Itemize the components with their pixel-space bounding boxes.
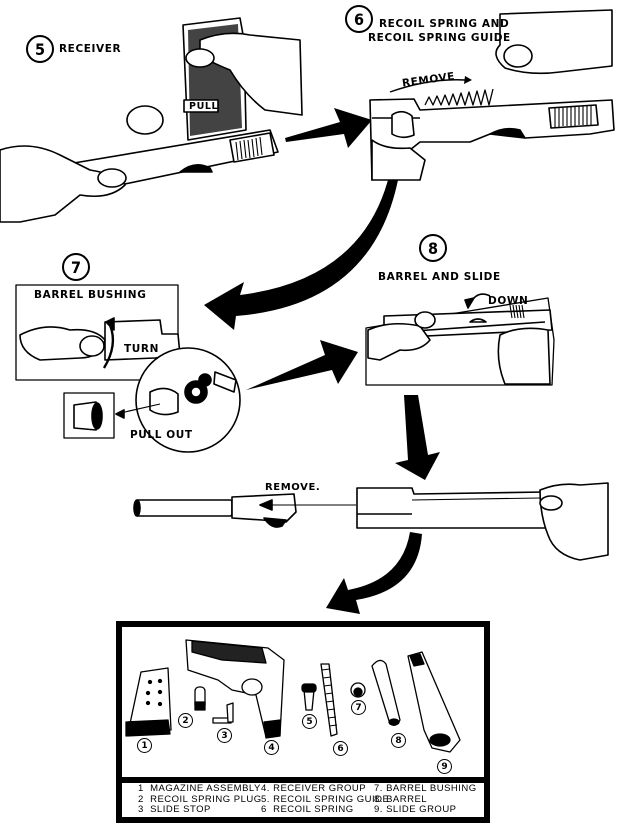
part-number-4: 4 (264, 740, 279, 755)
part-number-5: 5 (302, 714, 317, 729)
step-6-title-line1: RECOIL SPRING AND (379, 18, 510, 30)
part-number-6: 6 (333, 741, 348, 756)
step7-illustration (15, 284, 241, 453)
parts-legend: 1 MAGAZINE ASSEMBLY 2 RECOIL SPRING PLUG… (126, 778, 483, 818)
step8-illustration (365, 293, 555, 386)
legend-item: 8. BARREL (374, 793, 428, 805)
legend-item: 9. SLIDE GROUP (374, 804, 457, 815)
step-8-title: BARREL AND SLIDE (378, 271, 501, 283)
legend-item: 2 RECOIL SPRING PLUG (138, 793, 262, 805)
legend-item: 7. BARREL BUSHING (374, 783, 477, 794)
legend-item: 6 RECOIL SPRING (261, 804, 354, 815)
part-number-9: 9 (437, 759, 452, 774)
step5-illustration (0, 17, 303, 223)
part-number-3: 3 (217, 728, 232, 743)
step-5-badge: 5 (26, 35, 54, 63)
step-7-badge: 7 (62, 253, 90, 281)
legend-item: 4. RECEIVER GROUP (261, 783, 367, 794)
remove-arrow-line (389, 79, 466, 93)
part-number-7: 7 (351, 700, 366, 715)
step6-illustration (369, 9, 615, 181)
legend-column-2: 4. RECEIVER GROUP 5. RECOIL SPRING GUIDE… (261, 783, 390, 816)
remove-barrel-callout: REMOVE. (265, 482, 321, 493)
pull-callout: PULL (189, 101, 219, 112)
legend-item: 5. RECOIL SPRING GUIDE (261, 793, 390, 805)
legend-item: 1 MAGAZINE ASSEMBLY (138, 783, 261, 794)
arrow-5-to-6 (285, 108, 372, 148)
arrow-6-to-7 (204, 180, 398, 330)
parts-drawings (125, 639, 461, 753)
step-7-title: BARREL BUSHING (34, 289, 147, 301)
arrow-to-parts (326, 532, 422, 614)
step-6-badge: 6 (345, 5, 373, 33)
step-8-badge: 8 (419, 234, 447, 262)
down-callout: DOWN (488, 295, 529, 307)
part-number-8: 8 (391, 733, 406, 748)
part-number-1: 1 (137, 738, 152, 753)
turn-callout: TURN (124, 343, 159, 355)
barrel-removal-illustration (133, 482, 609, 561)
arrow-7-to-8 (246, 340, 358, 390)
pull-out-callout: PULL OUT (130, 429, 193, 441)
legend-column-1: 1 MAGAZINE ASSEMBLY 2 RECOIL SPRING PLUG… (138, 783, 262, 816)
legend-item: 3 SLIDE STOP (138, 804, 211, 815)
part-number-2: 2 (178, 713, 193, 728)
step-6-title-line2: RECOIL SPRING GUIDE (368, 32, 511, 44)
parts-panel-frame (116, 621, 490, 823)
step-5-title: RECEIVER (59, 43, 122, 55)
legend-column-3: 7. BARREL BUSHING 8. BARREL 9. SLIDE GRO… (374, 783, 477, 816)
arrow-8-down (395, 395, 440, 480)
